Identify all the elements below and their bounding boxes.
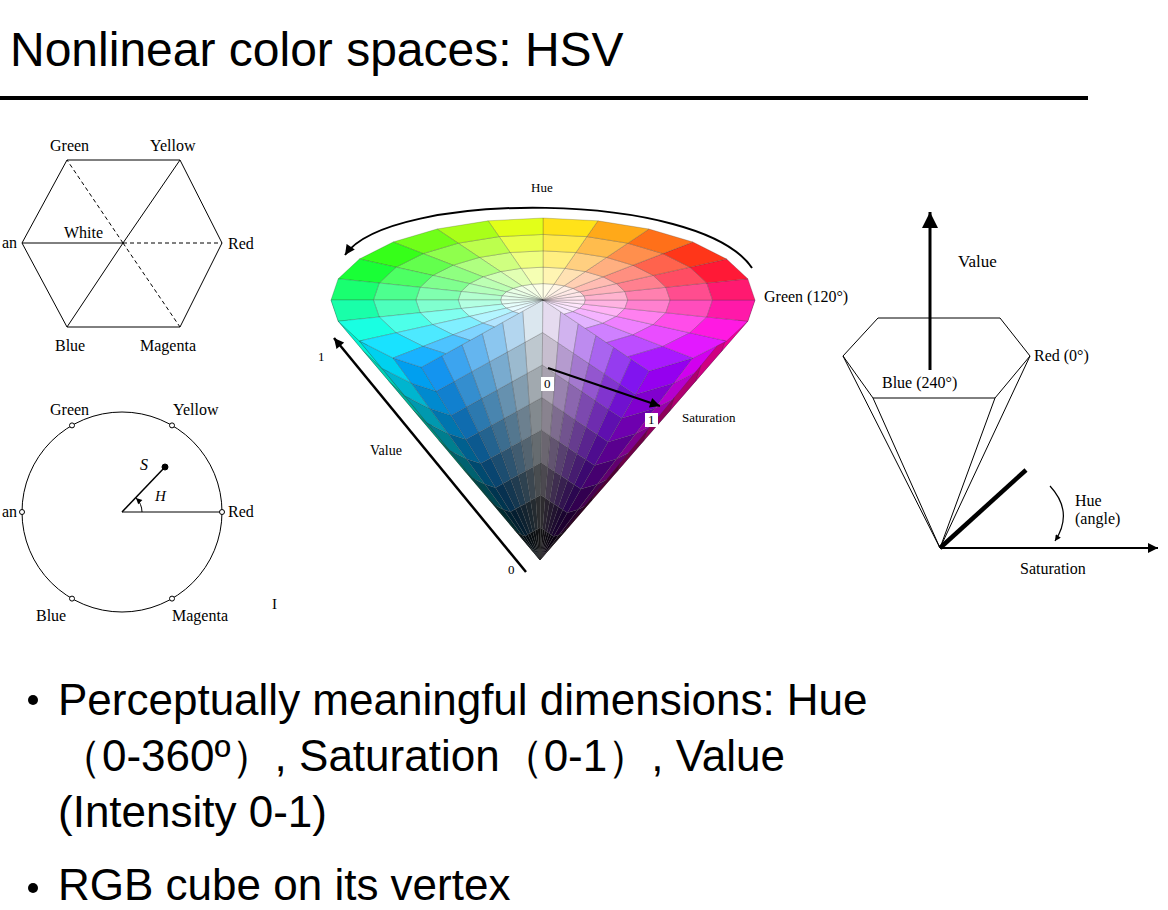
cube-edge (123, 160, 180, 243)
vertex-label: Blue (55, 337, 85, 355)
symbol-label: H (155, 488, 166, 505)
cone-top-facet (393, 346, 446, 367)
axis-value: 1 (318, 350, 325, 365)
cone-top-facet (513, 300, 543, 313)
vertex-label: Magenta (140, 337, 196, 355)
hue-angle-arc (136, 498, 142, 512)
rgb-cube-hexagon (22, 160, 222, 327)
cone-top-facet (331, 279, 379, 300)
axis-value: 1 (645, 413, 658, 427)
hue-label: Green (50, 401, 89, 419)
cone-top-facet (543, 284, 554, 300)
axis-label: Value (370, 443, 402, 459)
slide-title: Nonlinear color spaces: HSV (10, 22, 624, 77)
hexcone (843, 318, 1030, 548)
color-vector (940, 470, 1026, 548)
cone-top-facet (625, 300, 670, 313)
cone-top-facet (584, 300, 628, 309)
axis-value: 0 (508, 563, 515, 578)
cone-top-facet (543, 218, 598, 237)
cube-edge (22, 243, 123, 244)
circle-outline (22, 412, 222, 612)
axis-label: Hue (angle) (1075, 492, 1137, 529)
cone-side-facet (618, 430, 648, 471)
value-axis (929, 212, 932, 370)
hue-label: Magenta (172, 607, 228, 625)
symbol-label: S (140, 456, 148, 474)
axis-label: Saturation (1020, 560, 1086, 578)
cone-cut-face (496, 484, 516, 512)
hexagon-outline (22, 160, 222, 327)
hidden-edge (123, 243, 222, 244)
cone-cut-face (540, 535, 554, 560)
cone-top-facet (543, 251, 576, 268)
axis-label: Hue (531, 181, 553, 196)
hidden-edge (123, 243, 180, 327)
hue-label: Blue (36, 607, 66, 625)
vertex-label: White (62, 224, 105, 242)
bullet-text: Perceptually meaningful dimensions: Hue … (58, 672, 938, 840)
axis-value: 0 (541, 377, 554, 391)
cone-top-facet (543, 267, 565, 284)
cone-top-facet (707, 300, 755, 321)
hue-label: Red (0°) (1034, 347, 1089, 365)
cone-cut-face (525, 535, 540, 561)
hue-dot (20, 510, 25, 515)
hue-dot (170, 596, 175, 601)
bullet-text: RGB cube on its vertex (58, 860, 510, 910)
cone-top-facet (501, 296, 543, 300)
axis-label: Saturation (682, 411, 735, 426)
cone-top-facet (483, 312, 519, 327)
hue-label: an (2, 503, 17, 521)
hue-angle-arrow (1050, 486, 1063, 541)
saturation-arrow (548, 368, 660, 406)
cone-cut-face (510, 509, 527, 536)
vertex-label: an (2, 234, 17, 252)
bullet-dot (28, 883, 38, 893)
cone-cut-face (551, 510, 567, 537)
vertex-label: Red (228, 235, 254, 253)
cone-top-facet (338, 259, 396, 283)
hue-label: Red (228, 503, 254, 521)
cone-side-facet (644, 398, 675, 441)
cone-top-facet (666, 300, 713, 317)
hue-dot (70, 423, 75, 428)
hue-dot (70, 596, 75, 601)
vertex-label: Yellow (150, 137, 196, 155)
cone-top-facet (416, 287, 461, 300)
cone-cut-face (481, 458, 503, 488)
hue-label: Green (120°) (764, 288, 848, 306)
title-rule (0, 96, 1088, 100)
hue-arrow (345, 208, 752, 268)
vertex-label: Green (50, 137, 89, 155)
cone-top-facet (543, 300, 585, 304)
saturation-vector (122, 467, 165, 512)
cone-top-facet (690, 317, 748, 341)
hsv-cone (331, 218, 755, 560)
saturation-axis (940, 547, 1158, 549)
hexcone-edge (873, 398, 940, 548)
value-arrow (334, 338, 526, 572)
cut-off-letter: I (272, 596, 277, 613)
hue-dot (170, 423, 175, 428)
cube-edge (67, 243, 123, 327)
hexcone-top (843, 318, 1030, 398)
cone-cut-face (563, 485, 581, 513)
vector-tip (162, 464, 168, 470)
hue-label: Blue (240°) (880, 374, 959, 392)
cone-top-facet (543, 284, 564, 300)
cone-cut-face (574, 460, 594, 490)
bullet-dot (28, 695, 38, 705)
cone-top-facet (373, 283, 420, 300)
cone-side-facet (670, 365, 701, 411)
hue-label: Yellow (173, 401, 219, 419)
cone-top-facet (587, 221, 649, 243)
hue-circle (20, 412, 225, 612)
cone-side-facet (592, 463, 621, 501)
cone-top-facet (458, 292, 502, 301)
reference-line (122, 512, 222, 513)
hue-dot (220, 510, 225, 515)
axis-label: Value (958, 252, 997, 272)
cone-top-facet (543, 234, 587, 252)
